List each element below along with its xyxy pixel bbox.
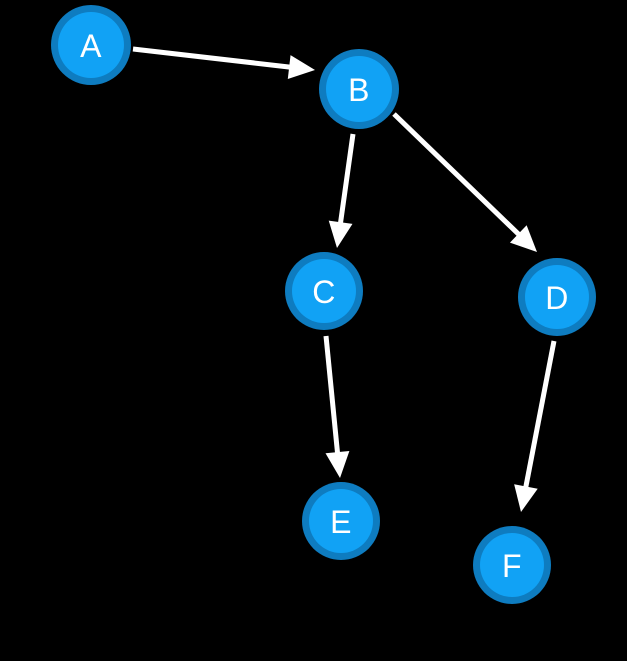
node-d[interactable]: D [518,258,596,336]
node-f[interactable]: F [473,526,551,604]
edge-shaft [337,133,356,227]
node-core [58,12,124,78]
arrowhead-icon [325,450,350,478]
edge-c-to-e [323,335,350,478]
edge-a-to-b [132,46,315,79]
node-label: B [348,72,370,108]
node-e[interactable]: E [302,482,380,560]
edge-shaft [392,112,523,239]
node-label: F [502,548,522,584]
nodes-layer: A B C D E F [51,5,596,604]
node-label: D [545,280,569,316]
node-b[interactable]: B [319,49,399,129]
arrowhead-icon [328,220,353,248]
edge-shaft [522,340,557,491]
node-c[interactable]: C [285,252,363,330]
node-core [326,56,392,122]
node-core [480,533,544,597]
arrowhead-icon [287,55,315,79]
node-label: A [80,28,102,64]
edge-b-to-c [328,133,356,248]
arrowhead-icon [509,225,537,252]
arrowhead-icon [514,484,538,512]
edge-shaft [132,46,294,70]
node-label: E [330,504,352,540]
node-a[interactable]: A [51,5,131,85]
edge-b-to-d [392,112,537,252]
edge-shaft [323,335,341,457]
node-label: C [312,274,336,310]
node-core [525,265,589,329]
edges-layer [132,46,557,512]
node-core [292,259,356,323]
node-core [309,489,373,553]
edge-d-to-f [514,340,557,512]
